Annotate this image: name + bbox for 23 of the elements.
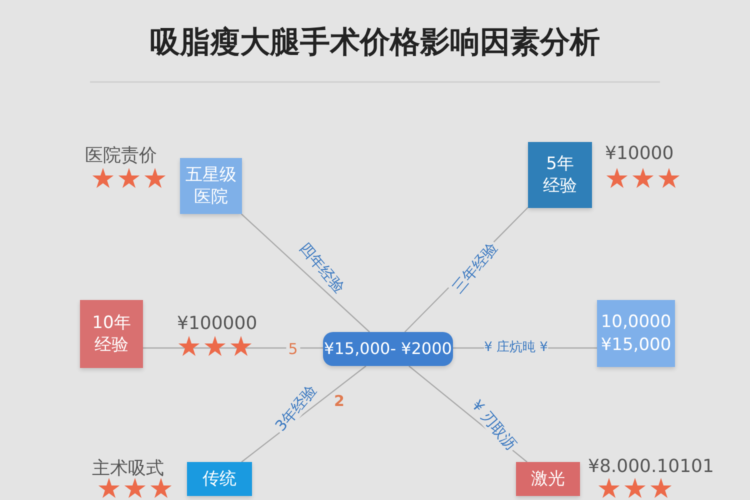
price-note: 主术吸式: [92, 457, 164, 480]
edge-label: ¥ 庄炕旽 ¥: [484, 340, 548, 356]
price-note: 医院责价: [85, 144, 157, 167]
price-note: ¥10000: [605, 143, 674, 164]
factor-box: [180, 158, 242, 214]
node-label: 5年经验: [542, 152, 578, 198]
node-label: 10,0000 ¥15,000: [600, 311, 672, 356]
factor-box: [187, 462, 252, 496]
price-note: ¥100000: [177, 313, 258, 334]
node-label: 五星级医院: [184, 164, 238, 208]
price-note: ¥8.000.10101: [588, 456, 714, 477]
node-label: 10年经验: [91, 312, 132, 356]
node-label: ¥15,000- ¥2000: [324, 338, 452, 360]
price-range-box: [323, 332, 453, 366]
factor-box: [528, 142, 592, 208]
node-label: 传统: [202, 468, 236, 490]
factor-box: [516, 462, 580, 496]
factor-box: [597, 300, 675, 367]
title: 吸脂瘦大腿手术价格影响因素分析: [149, 24, 601, 62]
connector-line: [241, 214, 370, 332]
factor-box: [80, 300, 143, 368]
connector-line: [143, 347, 323, 349]
node-label: 激光: [531, 468, 565, 490]
